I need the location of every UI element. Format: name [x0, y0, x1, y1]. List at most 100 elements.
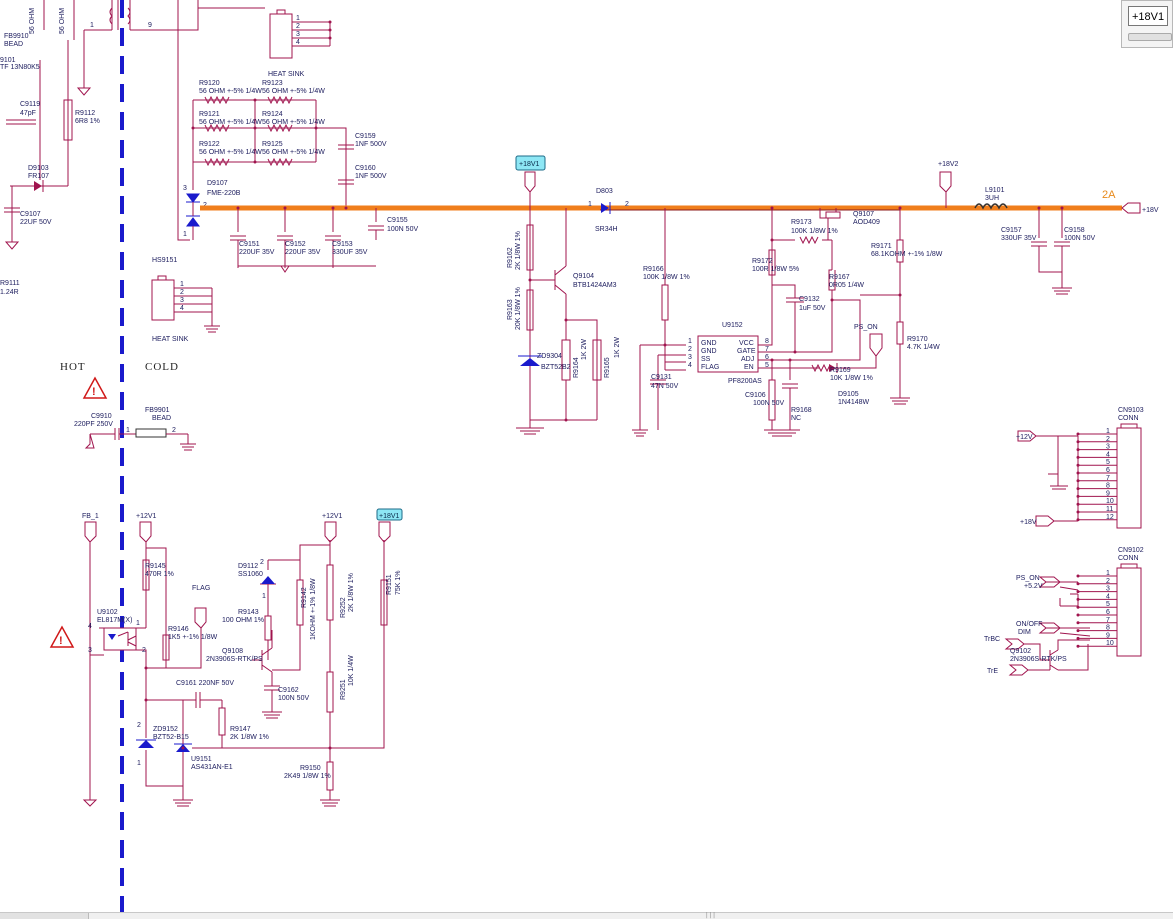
zener-value: BZT52B2: [541, 364, 571, 371]
net-label: TrE: [987, 668, 998, 675]
bead-pin: 2: [172, 427, 176, 434]
diode-pin: 3: [183, 185, 187, 192]
resistor-value: 10K 1/4W: [348, 655, 355, 686]
resistor-ref: R9111: [0, 280, 20, 287]
diode-value: SR34H: [595, 226, 618, 233]
heatsink-pin: 4: [296, 39, 300, 46]
capacitor-value: 22UF 50V: [20, 219, 52, 226]
net-label: +18V1: [379, 513, 400, 520]
net-inspector-popup[interactable]: +18V1: [1121, 0, 1173, 48]
ic-pin-name: ADJ: [741, 356, 754, 363]
connector-pin-number: 3: [1106, 444, 1110, 451]
connector-pin-number: 6: [1106, 467, 1110, 474]
resistor-ref: R9163: [507, 299, 514, 320]
diode-symbol: [601, 202, 611, 214]
connector-pin-number: 3: [1106, 586, 1110, 593]
resistor-value: 56 OHM +-5% 1/4W: [262, 149, 325, 156]
r9252-r9251-divider: [320, 542, 340, 807]
net-label: +18V1: [519, 161, 540, 168]
y-capacitor-bead: [84, 428, 196, 451]
resistor-value: 4.7K 1/4W: [907, 344, 940, 351]
heat-sink-label: HEAT SINK: [268, 71, 305, 78]
ic-pin-num: 2: [688, 346, 692, 353]
resistor-ref: R9170: [907, 336, 928, 343]
resistor-value: NC: [791, 415, 801, 422]
connector-ref: CN9102: [1118, 547, 1144, 554]
diode-ref: D9103: [28, 165, 49, 172]
resistor-ref: R9166: [643, 266, 664, 273]
capacitor-ref: C9153: [332, 241, 353, 248]
resistor-ref: R9173: [791, 219, 812, 226]
resistor-value: 56 OHM +-5% 1/4W: [199, 119, 262, 126]
connector-pin-number: 7: [1106, 475, 1110, 482]
net-tag-fb1[interactable]: [82, 521, 104, 807]
net-tag-12v1-left[interactable]: [139, 521, 152, 548]
capacitor-ref: C9107: [20, 211, 41, 218]
resistor-ref: R9121: [199, 111, 220, 118]
capacitor-ref: C9151: [239, 241, 260, 248]
winding-pin-label: 1: [90, 22, 94, 29]
net-label: +12V1: [136, 513, 157, 520]
capacitor-value: 220UF 35V: [239, 249, 275, 256]
resistor-ref: R9168: [791, 407, 812, 414]
resistor-ref: R9122: [199, 141, 220, 148]
diode-pin: 2: [260, 559, 264, 566]
resistor-value: 56 OHM +-5% 1/4W: [262, 88, 325, 95]
net-label: TrBC: [984, 636, 1000, 643]
diode-value: 1N4148W: [838, 399, 870, 406]
capacitor-ref: C9106: [745, 392, 766, 399]
net-tag-12v1-right[interactable]: [324, 521, 337, 543]
net-tag-18v-output[interactable]: [1121, 202, 1141, 214]
ic-pin-name: GND: [701, 340, 717, 347]
net-tag-18v2[interactable]: [939, 171, 952, 208]
rail-capacitors: [230, 206, 384, 273]
zener-pin: 1: [137, 760, 141, 767]
heat-sink-top: 1 2 3 4: [269, 9, 332, 59]
q9107-circuit: [768, 206, 883, 373]
net-label: DIM: [1018, 629, 1031, 636]
capacitor-value: 100N 50V: [753, 400, 784, 407]
resistor-ref: R9151: [386, 574, 393, 595]
connector-pin-number: 9: [1106, 490, 1110, 497]
capacitor-value: 100N 50V: [1064, 235, 1095, 242]
connector-pin-dot: [1076, 432, 1080, 436]
connector-value: CONN: [1118, 415, 1139, 422]
mosfet-ref: 9101: [0, 57, 16, 64]
ic-pin-num: 3: [688, 354, 692, 361]
net-label: +18V: [1020, 519, 1037, 526]
diode-pin: 2: [625, 201, 629, 208]
warning-icon: !: [82, 376, 108, 399]
opto-pin: 1: [136, 620, 140, 627]
resistor-value: 100 OHM 1%: [222, 617, 264, 624]
popup-scrollbar[interactable]: [1128, 33, 1172, 41]
zener-ref: ZD9152: [153, 726, 178, 733]
net-label: PS_ON: [1016, 575, 1040, 582]
net-tag-18v1-bottom[interactable]: [376, 508, 403, 748]
resistor-value: 6R8 1%: [75, 118, 100, 125]
resistor-value: 75K 1%: [395, 570, 402, 595]
connector-pin-number: 8: [1106, 625, 1110, 632]
connector-pin-dot: [1076, 590, 1080, 594]
optocoupler-symbol: [99, 627, 147, 700]
resistor-value: 2K 1/8W 1%: [515, 231, 522, 270]
resistor-ref: R9146: [168, 626, 189, 633]
regulator-ref: U9151: [191, 756, 212, 763]
resistor-value: 10K 1/8W 1%: [830, 375, 873, 382]
net-name-field[interactable]: +18V1: [1128, 6, 1168, 26]
resistor-value: 2K49 1/8W 1%: [284, 773, 331, 780]
resistor-ref: R9112: [75, 110, 95, 117]
heatsink-pin: 3: [180, 297, 184, 304]
resistor-value: 470R 1%: [145, 571, 174, 578]
ic-pin-num: 1: [688, 338, 692, 345]
net-tag-18v1[interactable]: [515, 155, 546, 208]
connector-pin-dot: [1076, 574, 1080, 578]
resize-grip-icon[interactable]: |||: [705, 912, 716, 919]
optocoupler-ref: U9102: [97, 609, 118, 616]
ground-symbol: [204, 325, 220, 333]
resistor-value: 0R05 1/4W: [829, 282, 864, 289]
capacitor-ref: C9910: [91, 413, 112, 420]
capacitor-value: 100N 50V: [278, 695, 309, 702]
